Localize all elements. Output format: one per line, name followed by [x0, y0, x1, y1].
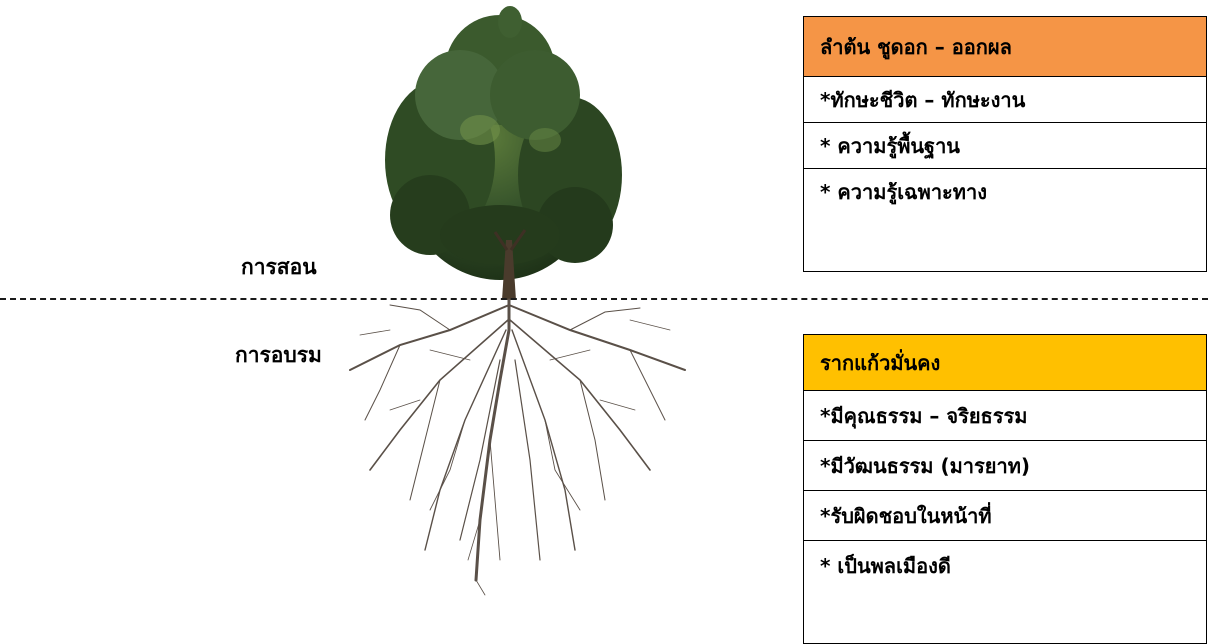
- teaching-label: การสอน: [241, 255, 317, 279]
- root-panel-title: รากแก้วมั่นคง: [804, 335, 1206, 391]
- tree-with-roots-illustration: [349, 6, 686, 596]
- trunk-panel-title: ลำต้น ชูดอก – ออกผล: [804, 17, 1206, 77]
- root-panel-item: *มีคุณธรรม – จริยธรรม: [804, 391, 1206, 441]
- root-panel: รากแก้วมั่นคง *มีคุณธรรม – จริยธรรม *มีว…: [803, 334, 1207, 644]
- trunk-panel-item: * ความรู้เฉพาะทาง: [820, 180, 987, 204]
- training-label: การอบรม: [235, 343, 322, 367]
- ground-divider-line: [0, 298, 1208, 300]
- tree-trunk: [493, 229, 527, 300]
- trunk-panel-item: *ทักษะชีวิต – ทักษะงาน: [804, 77, 1206, 123]
- trunk-panel-item: * ความรู้พื้นฐาน: [804, 123, 1206, 169]
- root-panel-item: *รับผิดชอบในหน้าที่: [804, 491, 1206, 541]
- trunk-panel: ลำต้น ชูดอก – ออกผล *ทักษะชีวิต – ทักษะง…: [803, 16, 1207, 272]
- tree-canopy: [385, 6, 622, 280]
- root-panel-item: * เป็นพลเมืองดี: [820, 554, 951, 578]
- root-panel-item: *มีวัฒนธรรม (มารยาท): [804, 441, 1206, 491]
- tree-roots: [349, 298, 686, 596]
